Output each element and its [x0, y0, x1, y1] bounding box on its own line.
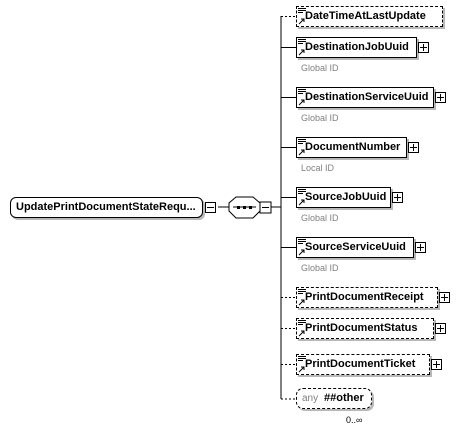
element-box[interactable]: PrintDocumentTicket: [296, 354, 430, 375]
element-name: SourceJobUuid: [305, 191, 387, 203]
element-box[interactable]: SourceServiceUuid: [296, 237, 414, 258]
reference-arrow-icon: [298, 49, 305, 56]
element-type-subtitle: Global ID: [301, 213, 339, 223]
root-element-label: UpdatePrintDocumentStateRequ...: [16, 201, 196, 213]
element-name: DateTimeAtLastUpdate: [305, 10, 426, 22]
expand-button[interactable]: [439, 292, 450, 303]
annotation-icon: [298, 39, 306, 44]
any-occurrence: 0..∞: [346, 415, 363, 425]
element-name: PrintDocumentTicket: [305, 358, 416, 370]
reference-arrow-icon: [298, 149, 305, 156]
expand-button[interactable]: [418, 42, 429, 53]
reference-arrow-icon: [298, 366, 305, 373]
element-box[interactable]: DestinationServiceUuid: [296, 87, 434, 108]
element-name: PrintDocumentReceipt: [305, 291, 424, 303]
reference-arrow-icon: [298, 249, 305, 256]
root-collapse-button[interactable]: [205, 202, 216, 213]
any-keyword: any: [302, 393, 319, 404]
element-name: DocumentNumber: [305, 141, 401, 153]
annotation-icon: [298, 89, 306, 94]
annotation-icon: [298, 239, 306, 244]
reference-arrow-icon: [298, 330, 305, 337]
element-type-subtitle: Global ID: [301, 113, 339, 123]
annotation-icon: [298, 356, 306, 361]
element-box[interactable]: DateTimeAtLastUpdate: [296, 6, 443, 27]
element-type-subtitle: Global ID: [301, 263, 339, 273]
root-element-box[interactable]: UpdatePrintDocumentStateRequ...: [10, 197, 203, 218]
annotation-icon: [298, 8, 306, 13]
element-box[interactable]: SourceJobUuid: [296, 187, 391, 208]
element-name: PrintDocumentStatus: [305, 322, 418, 334]
element-box[interactable]: PrintDocumentReceipt: [296, 287, 438, 308]
element-name: DestinationServiceUuid: [305, 91, 429, 103]
expand-button[interactable]: [435, 323, 446, 334]
any-other-label: ##other: [324, 392, 364, 404]
annotation-icon: [298, 189, 306, 194]
element-box[interactable]: DestinationJobUuid: [296, 37, 417, 58]
element-name: DestinationJobUuid: [305, 41, 409, 53]
element-box[interactable]: PrintDocumentStatus: [296, 318, 434, 339]
annotation-icon: [298, 139, 306, 144]
reference-arrow-icon: [298, 199, 305, 206]
annotation-icon: [298, 289, 306, 294]
element-type-subtitle: Global ID: [301, 63, 339, 73]
annotation-icon: [298, 320, 306, 325]
reference-arrow-icon: [298, 99, 305, 106]
expand-button[interactable]: [431, 359, 442, 370]
any-other-wildcard[interactable]: any ##other: [296, 388, 372, 409]
reference-arrow-icon: [298, 18, 305, 25]
reference-arrow-icon: [298, 299, 305, 306]
expand-button[interactable]: [415, 242, 426, 253]
expand-button[interactable]: [435, 92, 446, 103]
element-name: SourceServiceUuid: [305, 241, 406, 253]
element-box[interactable]: DocumentNumber: [296, 137, 407, 158]
expand-button[interactable]: [392, 192, 403, 203]
expand-button[interactable]: [408, 142, 419, 153]
element-type-subtitle: Local ID: [301, 163, 335, 173]
sequence-dots-icon: [233, 206, 256, 209]
